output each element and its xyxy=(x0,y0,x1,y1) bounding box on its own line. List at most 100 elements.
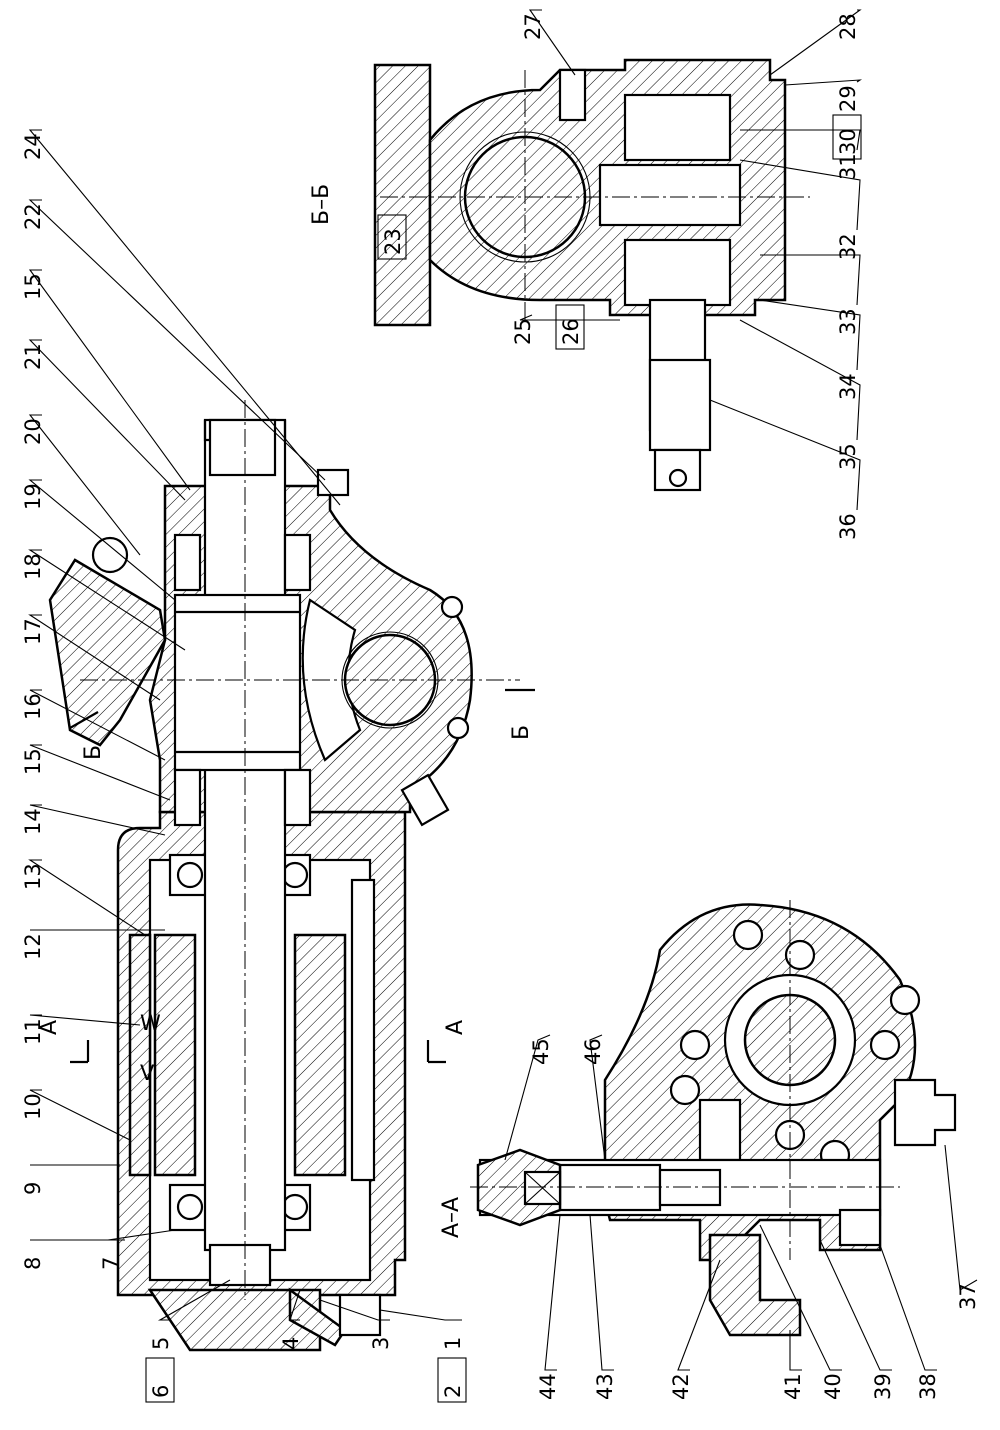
leader-line-14 xyxy=(29,804,166,836)
leader-line-42 xyxy=(677,1259,721,1371)
callout-main-2: 3 xyxy=(369,1337,393,1350)
needle-bearing-upper xyxy=(623,93,732,162)
callout-section_aa-1: 38 xyxy=(916,1373,940,1400)
leader-line-27 xyxy=(528,9,576,76)
callout-main-1: 2 xyxy=(441,1385,465,1398)
leader-line-16 xyxy=(29,689,166,761)
hole-2 xyxy=(784,939,816,971)
outer-left-wall xyxy=(128,933,152,1177)
cut-b-right: Б xyxy=(509,725,534,740)
bolt-top xyxy=(316,468,350,497)
callout-box-6 xyxy=(145,1357,175,1403)
ball-upper-left xyxy=(176,861,204,889)
section-aa-title: А–А xyxy=(439,1197,464,1238)
valve-cap xyxy=(476,1148,562,1227)
svg-text:W: W xyxy=(140,1011,161,1035)
leader-line-25 xyxy=(519,314,620,321)
leader-line-29 xyxy=(784,79,863,86)
cut-a-left: А xyxy=(37,1020,62,1035)
cut-marks-b: Б Б xyxy=(69,688,535,760)
leader-line-22 xyxy=(28,199,326,481)
leader-line-44 xyxy=(544,1214,561,1371)
shaft-spline-end xyxy=(208,418,277,477)
screw-27 xyxy=(558,68,587,122)
leader-line-40 xyxy=(759,1224,842,1371)
callout-main-20: 21 xyxy=(21,343,45,370)
leader-line-5 xyxy=(157,1279,231,1321)
callout-main-16: 17 xyxy=(21,618,45,645)
end-cap xyxy=(147,1288,322,1352)
hole-5 xyxy=(679,1029,711,1061)
callout-section_aa-7: 44 xyxy=(536,1373,560,1400)
callout-main-11: 12 xyxy=(21,933,45,960)
roller-bearing-2 xyxy=(283,533,312,592)
callout-main-5: 6 xyxy=(149,1385,173,1398)
callout-section_aa-0: 37 xyxy=(956,1283,980,1310)
leader-line-21 xyxy=(28,339,186,501)
section-aa-view: А–А xyxy=(439,900,957,1337)
callout-section_bb-4: 29 xyxy=(836,85,860,112)
callout-box-26 xyxy=(555,304,585,350)
callout-main-22: 22 xyxy=(21,203,45,230)
leader-line-46 xyxy=(589,1034,606,1161)
leader-line-19 xyxy=(28,479,176,601)
callout-section_bb-1: 26 xyxy=(559,318,583,345)
callout-main-3: 4 xyxy=(279,1337,303,1350)
tie-rod xyxy=(350,878,376,1182)
callout-main-12: 13 xyxy=(21,863,45,890)
roller-bearing-3 xyxy=(173,768,202,827)
callout-main-15: 16 xyxy=(21,693,45,720)
leader-line-32 xyxy=(739,159,861,231)
leader-line-24 xyxy=(28,129,341,506)
output-spline xyxy=(648,358,712,452)
ball-lower-left xyxy=(176,1193,204,1221)
leader-line-17 xyxy=(28,614,161,701)
worm-gear xyxy=(173,593,302,772)
side-fitting xyxy=(893,1078,957,1147)
leader-line-43 xyxy=(589,1214,614,1371)
leader-line-4 xyxy=(289,1289,301,1321)
callout-leaders xyxy=(28,9,978,1371)
roller-bearing-4 xyxy=(283,768,312,827)
callout-section_aa-4: 41 xyxy=(781,1373,805,1400)
leader-line-37 xyxy=(944,1144,978,1291)
shaft-end xyxy=(203,420,287,442)
slot xyxy=(698,1098,742,1162)
callout-section_bb-8: 33 xyxy=(836,308,860,335)
callout-section_aa-9: 46 xyxy=(581,1038,605,1065)
callout-main-0: 1 xyxy=(441,1337,465,1350)
callout-main-8: 9 xyxy=(21,1182,45,1195)
roller-bearing-1 xyxy=(173,533,202,592)
hole-6 xyxy=(669,1074,701,1106)
leader-line-28 xyxy=(769,9,862,76)
leader-line-41 xyxy=(789,1330,802,1371)
hole-3 xyxy=(889,984,921,1016)
callout-main-4: 5 xyxy=(149,1337,173,1350)
cut-marks-a: А А xyxy=(37,1020,468,1064)
cut-b-left: Б xyxy=(81,745,106,760)
leader-line-34 xyxy=(759,299,861,371)
cut-a-right: А xyxy=(443,1020,468,1035)
callout-box-2 xyxy=(437,1357,467,1403)
end-nut xyxy=(208,1243,272,1287)
svg-text:V: V xyxy=(140,1061,155,1085)
leader-line-13 xyxy=(28,859,146,936)
callout-main-17: 18 xyxy=(21,553,45,580)
callout-labels: 1234567891011121314151617181920211522232… xyxy=(21,13,980,1403)
leader-line-33 xyxy=(760,254,861,306)
leader-line-18 xyxy=(28,549,186,651)
callout-main-13: 14 xyxy=(21,808,45,835)
callout-main-19: 20 xyxy=(21,418,45,445)
mount-flange xyxy=(373,63,432,327)
callout-main-18: 19 xyxy=(21,483,45,510)
leader-line-11 xyxy=(29,1014,141,1026)
leader-line-15 xyxy=(28,269,191,491)
bolt-hole-2 xyxy=(440,595,464,619)
sleeve-right-wall xyxy=(293,933,347,1177)
leader-line-45 xyxy=(504,1034,551,1161)
callout-box-23 xyxy=(377,214,407,260)
bolt-bottom xyxy=(338,1293,382,1337)
leader-line-10 xyxy=(29,1089,131,1141)
callout-section_bb-3: 28 xyxy=(836,13,860,40)
